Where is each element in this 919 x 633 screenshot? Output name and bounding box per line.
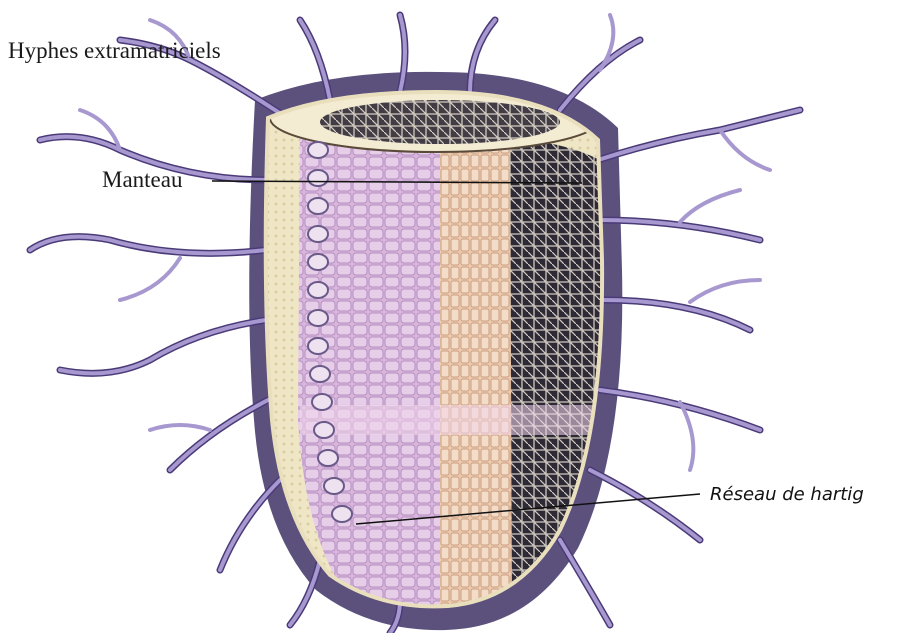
stele-tissue — [440, 124, 512, 610]
label-manteau: Manteau — [102, 167, 183, 192]
label-reseau-de-hartig: Réseau de hartig — [710, 484, 864, 505]
hartig-net-section — [510, 140, 602, 600]
label-hyphes-extramatriciels: Hyphes extramatriciels — [8, 38, 221, 63]
